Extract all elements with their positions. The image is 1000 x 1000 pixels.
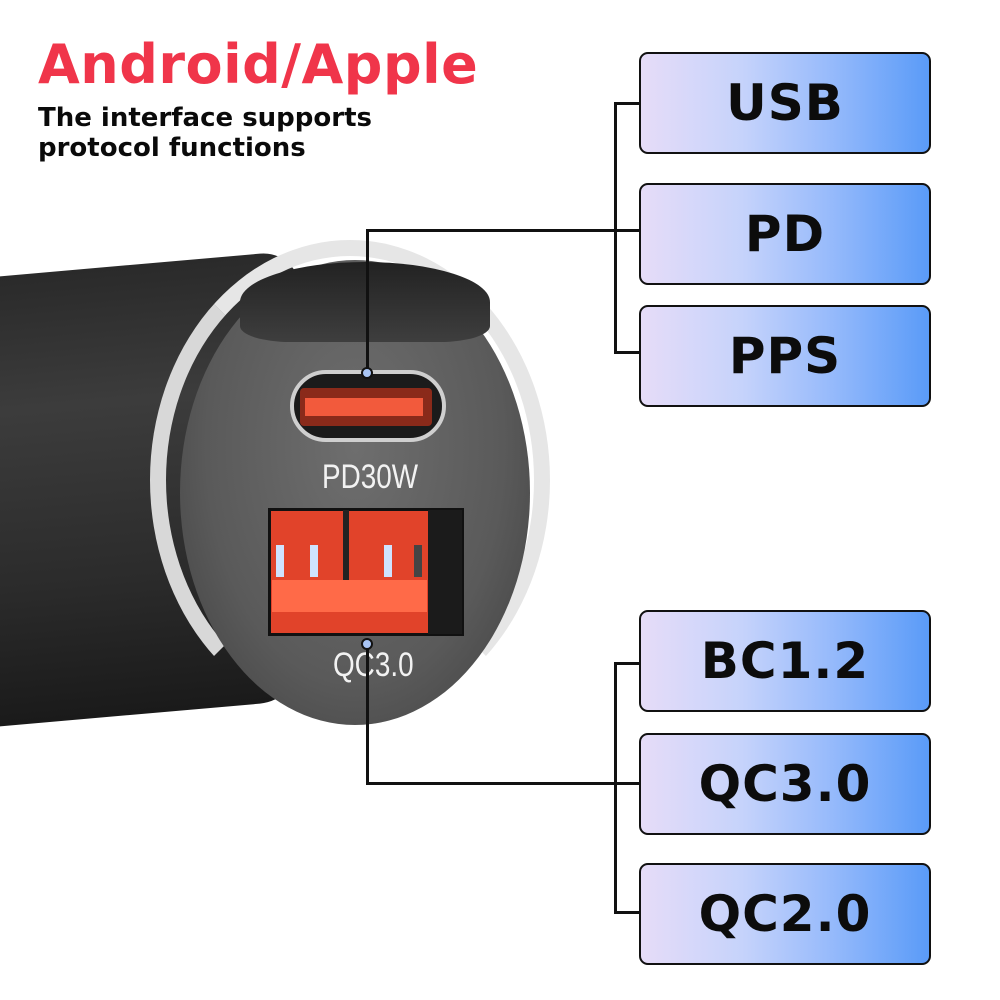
bracket-tick-qc20	[614, 911, 640, 914]
bracket-tick-usb	[614, 102, 640, 105]
protocol-label: QC2.0	[698, 885, 872, 943]
usb-c-port-label: PD30W	[322, 458, 419, 496]
protocol-box-bc12: BC1.2	[639, 610, 931, 712]
protocol-box-qc30: QC3.0	[639, 733, 931, 835]
car-charger-illustration: PD30W QC3.0	[0, 240, 550, 730]
usb-a-pin	[310, 545, 318, 577]
usb-a-tongue	[272, 580, 427, 612]
connector-dot-usba	[361, 638, 373, 650]
usb-a-divider	[343, 510, 349, 580]
protocol-label: QC3.0	[698, 755, 872, 813]
protocol-box-pps: PPS	[639, 305, 931, 407]
bracket-line-bottom-group	[614, 662, 617, 914]
bracket-tick-bc12	[614, 662, 640, 665]
protocol-box-usb: USB	[639, 52, 931, 154]
usb-a-pin	[384, 545, 392, 577]
protocol-label: USB	[726, 74, 844, 132]
connector-line-usba-horizontal	[366, 782, 640, 785]
usb-a-pin	[414, 545, 422, 577]
connector-line-usbc-vertical	[366, 229, 369, 374]
subtitle-line-1: The interface supports	[38, 103, 372, 133]
protocol-label: PD	[744, 205, 826, 263]
usb-a-pin	[276, 545, 284, 577]
connector-line-usba-vertical	[366, 645, 369, 785]
usb-c-port-tongue	[305, 398, 423, 416]
headline-title: Android/Apple	[38, 33, 479, 96]
headline-subtitle: The interface supports protocol function…	[38, 103, 372, 163]
protocol-box-pd: PD	[639, 183, 931, 285]
connector-line-usbc-horizontal	[366, 229, 640, 232]
bracket-tick-pps	[614, 351, 640, 354]
usb-a-shadow	[428, 510, 462, 634]
connector-dot-usbc	[361, 367, 373, 379]
protocol-label: PPS	[728, 327, 842, 385]
protocol-label: BC1.2	[700, 632, 870, 690]
face-top-recess	[240, 262, 490, 342]
subtitle-line-2: protocol functions	[38, 133, 306, 163]
bracket-line-top-group	[614, 102, 617, 353]
usb-a-port-label: QC3.0	[333, 646, 414, 684]
protocol-box-qc20: QC2.0	[639, 863, 931, 965]
